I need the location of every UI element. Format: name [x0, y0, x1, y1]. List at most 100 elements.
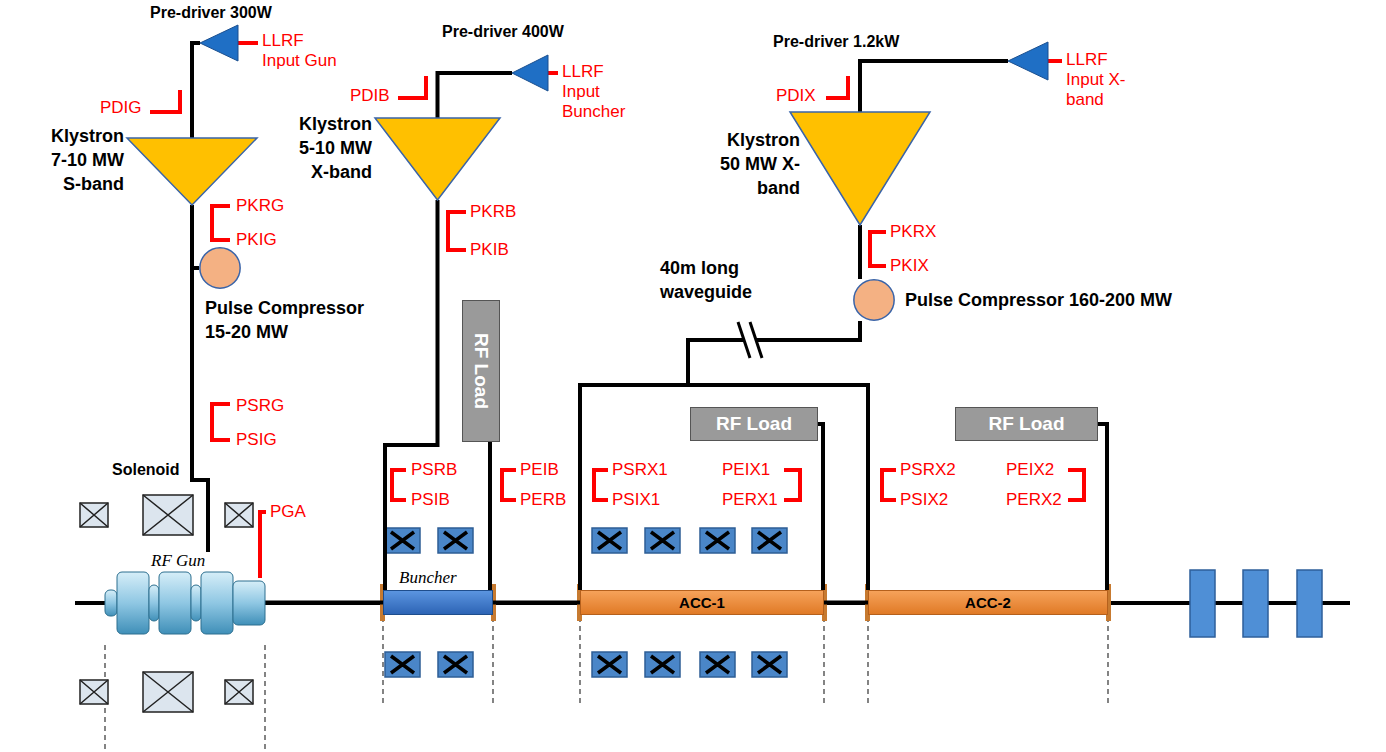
section-boundary — [579, 617, 580, 705]
coupler-bracket — [392, 470, 406, 500]
waveguide — [688, 321, 868, 590]
waveguide — [860, 61, 1008, 112]
coupler-bracket — [212, 206, 230, 240]
node-text: RF Load — [716, 413, 792, 435]
predriver-triangle-shape — [512, 55, 548, 91]
triangle-outline — [790, 112, 930, 225]
triangle-outline — [375, 118, 500, 200]
signal-label: PKRX — [890, 222, 936, 242]
pulse-compressor-shape — [199, 247, 241, 289]
coupler-bracket — [1068, 470, 1084, 500]
pulse-compressor-shape — [853, 279, 895, 321]
waveguide — [818, 424, 823, 590]
predriver-triangle-shape — [1008, 42, 1048, 80]
waveguide — [438, 73, 513, 118]
waveguide-break — [738, 322, 762, 358]
gun-cell — [201, 572, 233, 634]
node-text: RF Load — [989, 413, 1065, 435]
waveguide — [192, 43, 200, 138]
waveguide-break — [738, 322, 762, 358]
gun-cell — [149, 585, 159, 621]
coupler-bracket — [448, 212, 466, 250]
node-text: Klystron 7-10 MW S-band — [32, 124, 124, 196]
circle-outline — [200, 248, 240, 288]
klystron-triangle: Klystron 50 MW X-band — [790, 112, 930, 225]
signal-label: PKRG — [236, 196, 284, 216]
coupler-bracket — [502, 470, 516, 500]
klystron-triangle-shape — [375, 118, 500, 200]
signal-label: PSRX1 — [612, 460, 668, 480]
signal-label: PDIX — [776, 86, 816, 106]
predriver-triangle-shape — [200, 25, 238, 61]
note-label: 40m long waveguide — [660, 256, 760, 304]
node-text: Buncher — [399, 569, 457, 587]
section-boundary — [867, 617, 868, 705]
section-boundary — [823, 617, 824, 705]
diagnostic-element — [1297, 570, 1322, 637]
waveguide — [265, 601, 383, 605]
coupler-bracket — [238, 41, 258, 45]
section-boundary — [382, 617, 383, 705]
signal-label: PEIX1 — [722, 460, 770, 480]
triangle-outline — [200, 25, 238, 61]
signal-label: LLRF Input Buncher — [562, 62, 646, 122]
signal-label: PERB — [520, 490, 566, 510]
predriver-triangle: Pre-driver 300W — [200, 25, 238, 61]
signal-label: LLRF Input Gun — [262, 31, 346, 71]
node-text: ACC-2 — [965, 594, 1011, 612]
waveguide — [824, 601, 868, 605]
rf-load-box: RF Load — [955, 407, 1098, 441]
waveguide — [858, 225, 862, 279]
section-boundary — [1107, 617, 1108, 705]
klystron-triangle-shape — [790, 112, 930, 225]
signal-label: PKIG — [236, 230, 277, 250]
gun-cell — [233, 581, 265, 625]
rf-load-box: RF Load — [462, 300, 500, 442]
circle-outline — [854, 280, 894, 320]
waveguide — [493, 601, 580, 605]
coupler-bracket — [548, 71, 558, 75]
signal-label: LLRF Input X-band — [1066, 50, 1150, 110]
signal-label: PEIX2 — [1006, 460, 1054, 480]
signal-label: PSRX2 — [900, 460, 956, 480]
diagnostic-element — [1190, 570, 1215, 637]
accelerator-structure: ACC-1 — [580, 590, 824, 615]
pulse-compressor: Pulse Compressor 160-200 MW — [853, 279, 895, 321]
node-text: Klystron 5-10 MW X-band — [280, 112, 372, 184]
predriver-triangle: Pre-driver 1.2kW — [1008, 42, 1048, 80]
triangle-outline — [512, 55, 548, 91]
waveguide-break — [738, 322, 762, 358]
signal-label: PSIG — [236, 430, 277, 450]
signal-label: PSIX2 — [900, 490, 948, 510]
klystron-triangle-shape — [127, 138, 257, 205]
waveguide — [488, 442, 492, 590]
node-text: Pre-driver 1.2kW — [773, 32, 899, 52]
flange — [380, 584, 1111, 621]
signal-label: PDIB — [350, 86, 390, 106]
triangle-outline — [127, 138, 257, 205]
waveguide — [192, 205, 199, 268]
accelerator-structure: ACC-2 — [868, 590, 1108, 615]
gun-cell — [105, 590, 117, 616]
signal-label: PKRB — [470, 202, 516, 222]
rf-load-box: RF Load — [690, 407, 818, 441]
section-boundary — [492, 617, 493, 705]
predriver-triangle: Pre-driver 400W — [512, 55, 548, 91]
signal-label: PSIX1 — [612, 490, 660, 510]
diagnostic-element — [1243, 570, 1268, 637]
coupler-bracket — [1048, 59, 1062, 63]
coupler-bracket — [826, 76, 848, 98]
triangle-outline — [1008, 42, 1048, 80]
node-text: RF Load — [470, 333, 492, 409]
note-label: Solenoid — [112, 460, 180, 480]
coupler-bracket — [398, 76, 426, 98]
node-text: Klystron 50 MW X-band — [708, 128, 800, 200]
section-boundary — [264, 645, 265, 752]
node-text: Pulse Compressor 160-200 MW — [905, 288, 1172, 312]
signal-label: PGA — [270, 502, 306, 522]
node-text: Pulse Compressor 15-20 MW — [205, 296, 380, 344]
node-text: ACC-1 — [679, 594, 725, 612]
pulse-compressor: Pulse Compressor 15-20 MW — [199, 247, 241, 289]
